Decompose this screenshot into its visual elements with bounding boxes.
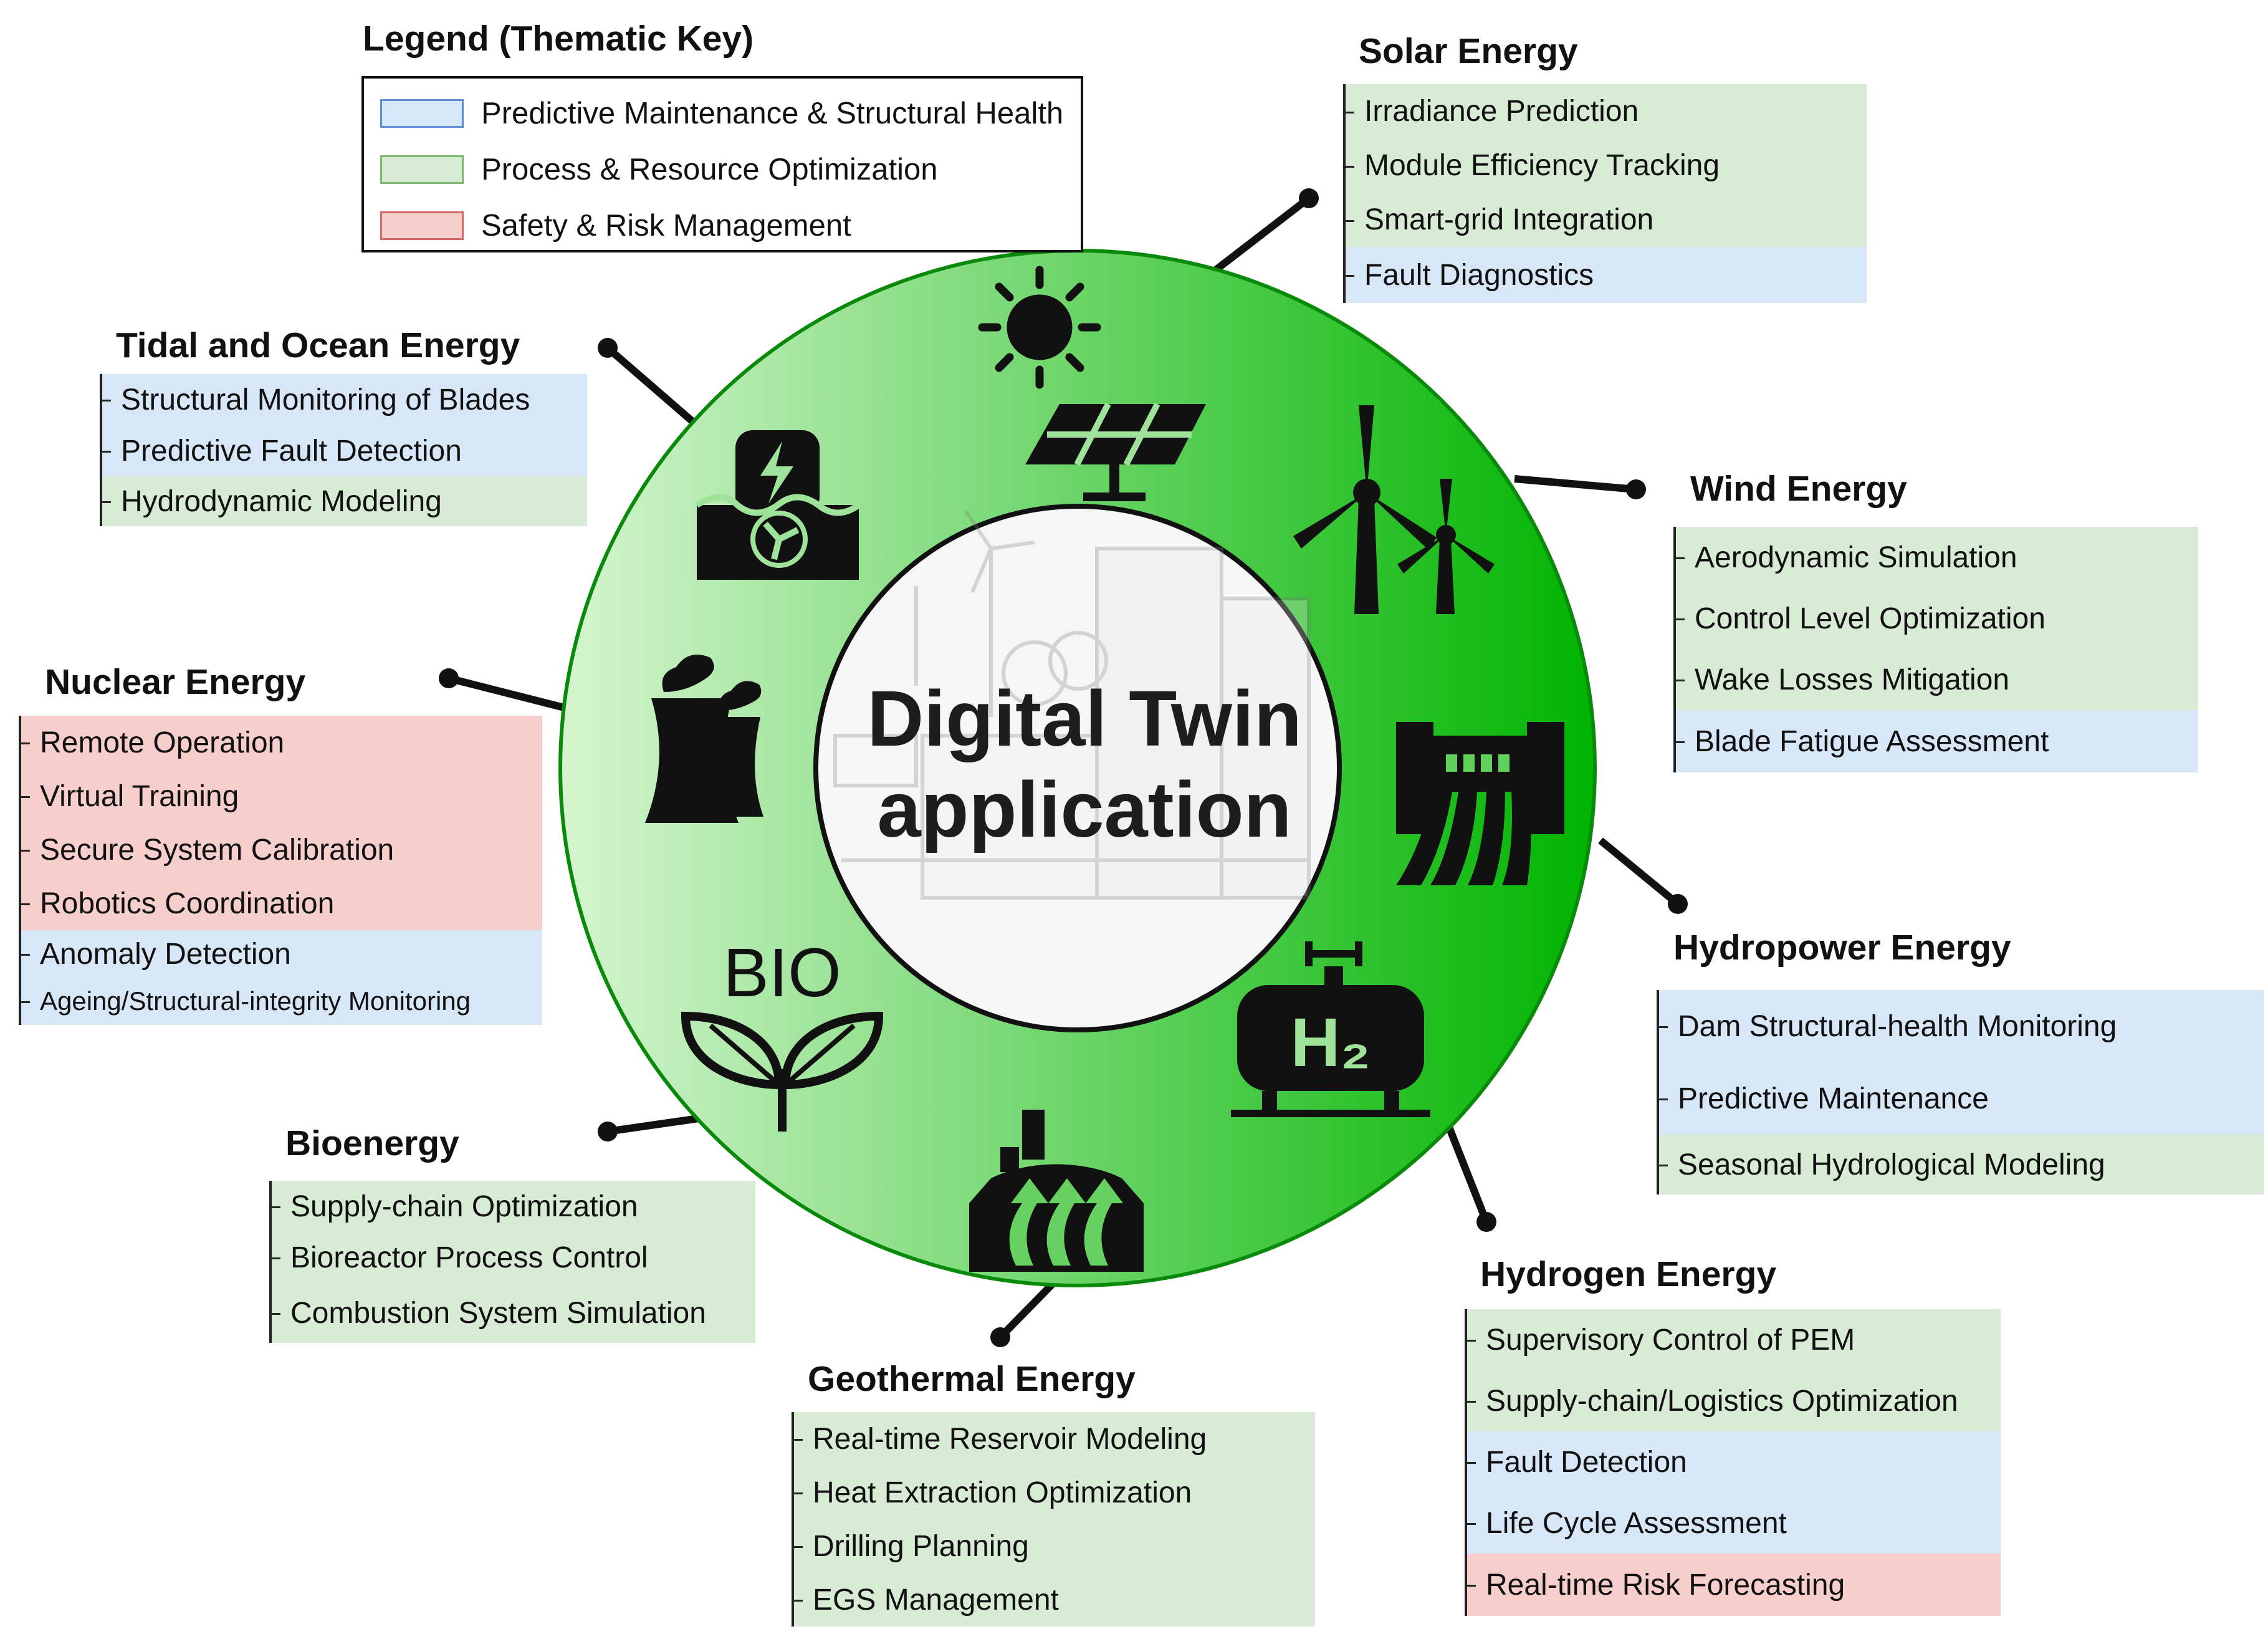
- bio-label: BIO: [723, 935, 841, 1011]
- group-title-tidal: Tidal and Ocean Energy: [116, 325, 520, 365]
- connector-hydropower: [1598, 837, 1680, 907]
- list-item: Hydrodynamic Modeling: [100, 476, 587, 526]
- dam-icon: [1396, 722, 1564, 885]
- group-title-geothermal: Geothermal Energy: [808, 1359, 1136, 1399]
- connector-wind: [1514, 475, 1637, 493]
- list-item: Predictive Maintenance: [1657, 1062, 2264, 1135]
- dot-hydrogen: [1476, 1212, 1496, 1232]
- legend-label: Process & Resource Optimization: [481, 153, 938, 186]
- list-item: Aerodynamic Simulation: [1673, 527, 2198, 588]
- list-item: Virtual Training: [19, 769, 542, 823]
- legend-label: Predictive Maintenance & Structural Heal…: [481, 97, 1064, 130]
- list-item: Fault Detection: [1465, 1431, 2001, 1492]
- city-background-illustration: [833, 510, 1311, 900]
- group-list-hydropower: Dam Structural-health Monitoring Predict…: [1657, 990, 2264, 1194]
- legend-item-maintenance: Predictive Maintenance & Structural Heal…: [380, 96, 1063, 131]
- center-disc: [813, 504, 1342, 1032]
- group-title-bio: Bioenergy: [285, 1123, 459, 1163]
- list-item: Blade Fatigue Assessment: [1673, 710, 2198, 772]
- group-list-tidal: Structural Monitoring of Blades Predicti…: [100, 374, 587, 526]
- wind-turbine-icon: [1293, 405, 1495, 614]
- dot-nuclear: [439, 668, 459, 688]
- dot-wind: [1626, 479, 1646, 499]
- center-title: Digital Twin application: [841, 673, 1328, 855]
- group-title-solar: Solar Energy: [1359, 31, 1578, 71]
- group-title-nuclear: Nuclear Energy: [45, 662, 306, 702]
- legend-swatch-blue: [380, 99, 464, 128]
- list-item: EGS Management: [792, 1573, 1315, 1627]
- list-item: Supervisory Control of PEM: [1465, 1309, 2001, 1370]
- list-item: Control Level Optimization: [1673, 588, 2198, 649]
- list-item: Wake Losses Mitigation: [1673, 649, 2198, 710]
- solar-panel-icon: [1025, 402, 1206, 501]
- hydrogen-tank-icon: H₂: [1231, 941, 1430, 1117]
- connector-dots: [439, 188, 1688, 1347]
- list-item: Robotics Coordination: [19, 877, 542, 930]
- group-list-solar: Irradiance Prediction Module Efficiency …: [1343, 84, 1867, 303]
- group-title-hydrogen: Hydrogen Energy: [1480, 1254, 1777, 1294]
- legend-swatch-red: [380, 211, 464, 240]
- legend-title: Legend (Thematic Key): [363, 19, 754, 59]
- group-title-hydropower: Hydropower Energy: [1673, 928, 2011, 968]
- dot-hydropower: [1668, 894, 1688, 914]
- tidal-generator-icon: [695, 430, 861, 580]
- connector-lines: [447, 195, 1680, 1340]
- group-list-nuclear: Remote Operation Virtual Training Secure…: [19, 716, 542, 1025]
- sun-icon: [978, 266, 1101, 389]
- list-item: Smart-grid Integration: [1343, 193, 1867, 247]
- bio-leaves-icon: BIO: [681, 935, 884, 1132]
- dot-tidal: [598, 338, 618, 358]
- list-item: Seasonal Hydrological Modeling: [1657, 1135, 2264, 1194]
- list-item: Dam Structural-health Monitoring: [1657, 990, 2264, 1062]
- legend-item-optimization: Process & Resource Optimization: [380, 152, 938, 187]
- list-item: Structural Monitoring of Blades: [100, 374, 587, 425]
- list-item: Remote Operation: [19, 716, 542, 769]
- center-title-line1: Digital Twin: [867, 675, 1302, 762]
- list-item: Ageing/Structural-integrity Monitoring: [19, 978, 542, 1025]
- list-item: Supply-chain Optimization: [269, 1181, 755, 1232]
- legend-box: Predictive Maintenance & Structural Heal…: [361, 76, 1083, 252]
- list-item: Module Efficiency Tracking: [1343, 138, 1867, 193]
- list-item: Heat Extraction Optimization: [792, 1466, 1315, 1519]
- group-list-geothermal: Real-time Reservoir Modeling Heat Extrac…: [792, 1412, 1315, 1627]
- list-item: Real-time Reservoir Modeling: [792, 1412, 1315, 1466]
- connector-bio: [607, 1114, 704, 1135]
- center-title-line2: application: [877, 766, 1292, 853]
- h2-label: H₂: [1291, 1004, 1371, 1081]
- dot-bio: [598, 1122, 618, 1141]
- list-item: Life Cycle Assessment: [1465, 1492, 2001, 1554]
- legend-label: Safety & Risk Management: [481, 209, 851, 243]
- list-item: Predictive Fault Detection: [100, 425, 587, 476]
- list-item: Fault Diagnostics: [1343, 247, 1867, 303]
- list-item: Secure System Calibration: [19, 823, 542, 877]
- group-title-wind: Wind Energy: [1690, 469, 1907, 509]
- list-item: Real-time Risk Forecasting: [1465, 1554, 2001, 1616]
- dot-geothermal: [990, 1327, 1010, 1347]
- list-item: Irradiance Prediction: [1343, 84, 1867, 138]
- legend-swatch-green: [380, 155, 464, 184]
- list-item: Supply-chain/Logistics Optimization: [1465, 1370, 2001, 1431]
- list-item: Combustion System Simulation: [269, 1283, 755, 1343]
- legend-item-safety: Safety & Risk Management: [380, 208, 851, 243]
- list-item: Bioreactor Process Control: [269, 1232, 755, 1283]
- cooling-tower-icon: [645, 655, 763, 823]
- geothermal-icon: [969, 1110, 1144, 1272]
- group-list-wind: Aerodynamic Simulation Control Level Opt…: [1673, 527, 2198, 772]
- connector-solar: [1203, 195, 1311, 281]
- connector-nuclear: [447, 675, 565, 711]
- connector-tidal: [605, 345, 704, 432]
- group-list-hydrogen: Supervisory Control of PEM Supply-chain/…: [1465, 1309, 2001, 1616]
- connector-geothermal: [997, 1274, 1063, 1340]
- list-item: Anomaly Detection: [19, 930, 542, 978]
- dot-solar: [1299, 188, 1319, 208]
- connector-hydrogen: [1445, 1125, 1490, 1224]
- list-item: Drilling Planning: [792, 1519, 1315, 1573]
- group-list-bio: Supply-chain Optimization Bioreactor Pro…: [269, 1181, 755, 1343]
